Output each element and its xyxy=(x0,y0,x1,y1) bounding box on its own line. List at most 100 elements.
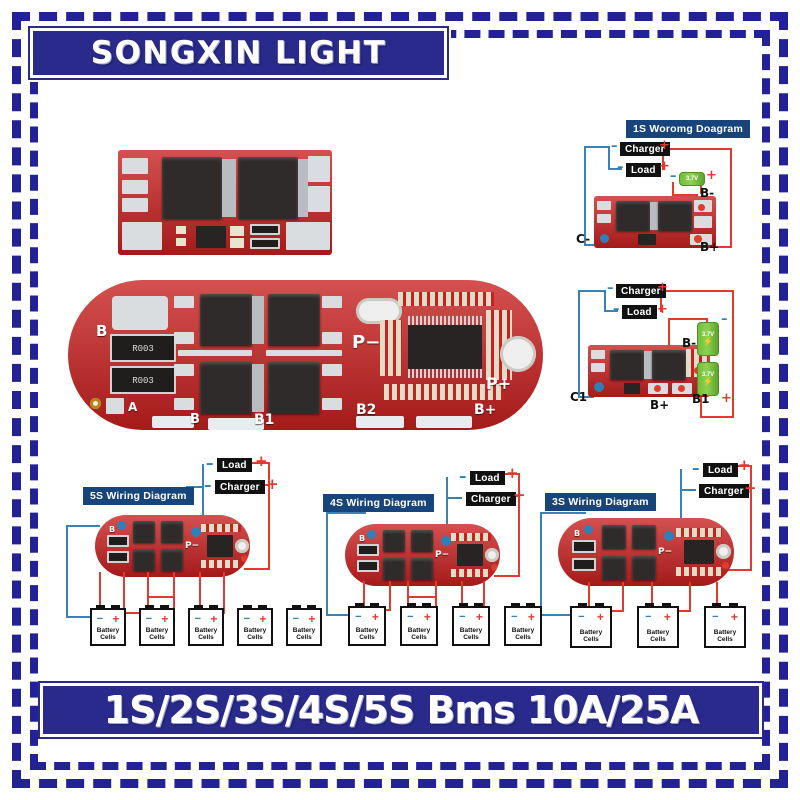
wire-red xyxy=(123,612,149,614)
wire-blue xyxy=(680,489,696,491)
cell-terminal-minus xyxy=(355,603,364,608)
battery-cell-box: −+ Battery Cells xyxy=(188,605,224,646)
wire-red xyxy=(248,462,270,464)
sign-minus: – xyxy=(204,476,212,494)
ic-chip xyxy=(207,535,233,557)
sign-plus: + xyxy=(659,159,670,174)
diagram-5s-title: 5S Wiring Diagram xyxy=(83,487,194,505)
wire-red xyxy=(435,581,437,611)
terminal-dot-p-plus xyxy=(241,555,248,562)
silk-label-b-plus: B+ xyxy=(474,402,497,418)
wire-blue xyxy=(66,616,98,618)
sign-minus: – xyxy=(206,454,214,472)
cell-terminal-plus xyxy=(258,605,267,610)
pad xyxy=(122,198,148,212)
cell-voltage-label: 3.7V xyxy=(701,332,715,338)
pcb-4s-board: B P− xyxy=(345,524,500,586)
wire-blue xyxy=(446,477,448,525)
cell-label-line1: Battery xyxy=(511,627,535,635)
wire-red xyxy=(716,582,718,612)
cell-label: Battery Cells xyxy=(239,628,271,642)
terminal-dot-b xyxy=(117,521,126,530)
wire-red xyxy=(662,148,732,150)
battery-cell-3v7: 3.7V ⚡ xyxy=(697,362,719,396)
silk-label-a: A xyxy=(128,400,138,414)
sign-plus: + xyxy=(706,168,717,183)
wire-red xyxy=(588,582,590,612)
cell-terminal-plus xyxy=(160,605,169,610)
terminal-dot-c1 xyxy=(594,382,604,392)
via-hole xyxy=(90,398,101,409)
terminal-label-b-plus: B+ xyxy=(700,240,720,254)
smd-component xyxy=(230,238,244,248)
cell-label-line1: Battery xyxy=(292,627,316,635)
wire-red xyxy=(99,572,101,614)
cell-terminal-plus xyxy=(209,605,218,610)
wire-red xyxy=(494,575,520,577)
wire-red xyxy=(726,569,752,571)
wire-red xyxy=(268,462,270,570)
smd-array xyxy=(676,528,722,537)
wire-blue xyxy=(202,464,204,524)
mosfet xyxy=(161,521,183,543)
battery-cell-box: −+ Battery Cells xyxy=(504,603,542,646)
sign-minus: – xyxy=(670,169,677,184)
mosfet xyxy=(411,558,433,580)
battery-cell-box: −+ Battery Cells xyxy=(400,603,438,646)
wire-blue xyxy=(604,290,606,312)
silk-label-b2: B2 xyxy=(356,402,377,418)
smd-array xyxy=(451,569,491,577)
silk-label-p-minus: P− xyxy=(352,332,381,353)
cell-label-line2: Cells xyxy=(463,634,479,642)
label-charger: Charger xyxy=(616,284,666,298)
silk-label-b: B xyxy=(574,529,581,538)
pad xyxy=(308,186,330,212)
cell-label-line2: Cells xyxy=(100,634,116,642)
sign-plus: + xyxy=(659,138,670,153)
pcb-small-rectangular xyxy=(118,150,332,255)
cell-terminal-plus xyxy=(662,603,671,608)
mosfet xyxy=(411,530,433,552)
ic-legs-bottom xyxy=(408,369,482,378)
mosfet xyxy=(602,525,626,549)
wire-red xyxy=(389,581,391,611)
sign-plus: + xyxy=(738,456,751,474)
cell-terminal-minus xyxy=(407,603,416,608)
shunt-resistor xyxy=(572,540,596,553)
cell-polarity-signs: −+ xyxy=(407,610,431,624)
trace xyxy=(266,350,342,356)
wire-red xyxy=(461,581,463,611)
battery-cell-box: −+ Battery Cells xyxy=(90,605,126,646)
cell-label: Battery Cells xyxy=(141,628,173,642)
pad xyxy=(597,201,611,210)
product-title-banner: 1S/2S/3S/4S/5S Bms 10A/25A xyxy=(38,681,764,739)
mosfet xyxy=(383,558,405,580)
terminal-dot-p-minus xyxy=(441,536,451,546)
pad xyxy=(694,216,712,228)
cell-label: Battery Cells xyxy=(706,630,744,644)
wire-blue xyxy=(66,525,68,618)
cell-label-line1: Battery xyxy=(355,627,379,635)
connector-strip xyxy=(208,418,264,430)
label-load: Load xyxy=(622,305,657,319)
shunt-resistor xyxy=(357,544,379,556)
silk-label-b1: B1 xyxy=(254,412,275,428)
wire-blue xyxy=(578,290,580,398)
cell-terminal-minus xyxy=(96,605,105,610)
wire-blue xyxy=(446,497,462,499)
wire-red xyxy=(660,290,734,292)
wire-red xyxy=(689,582,691,612)
wire-blue xyxy=(584,146,610,148)
wire-red xyxy=(672,194,698,196)
cell-terminal-minus xyxy=(292,605,301,610)
cell-terminal-plus xyxy=(370,603,379,608)
smd-array-top xyxy=(398,292,494,306)
cell-label-line1: Battery xyxy=(713,629,737,637)
terminal-label-c-minus: C- xyxy=(576,232,591,246)
wire-blue xyxy=(604,310,618,312)
wire-red xyxy=(622,582,624,612)
terminal-dot-p-minus xyxy=(191,527,201,537)
sign-minus: – xyxy=(688,480,696,498)
shunt-resistor xyxy=(357,560,379,572)
